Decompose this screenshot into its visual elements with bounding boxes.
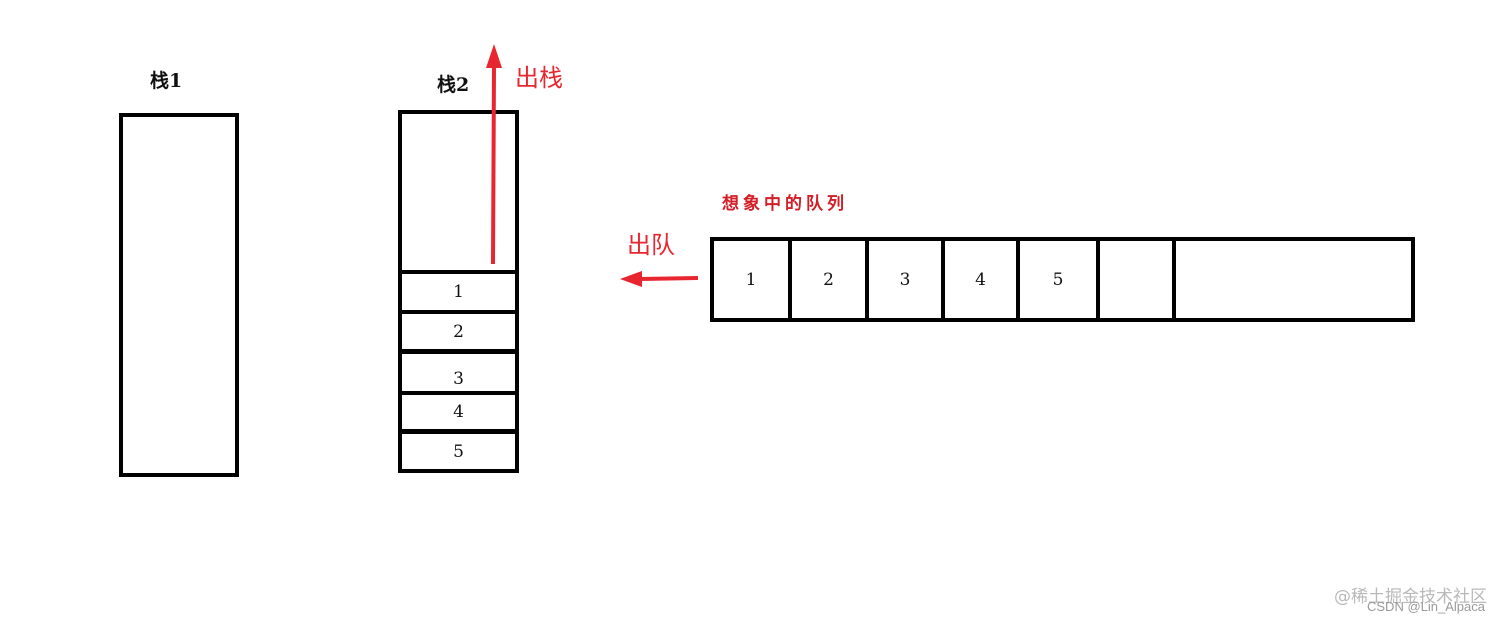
queue-cell-label: 4 bbox=[975, 269, 986, 290]
stack2-title: 栈2 bbox=[437, 74, 470, 96]
queue-cell-label: 3 bbox=[899, 269, 911, 290]
queue-cell: 2 bbox=[792, 241, 869, 318]
queue-cell: 3 bbox=[869, 241, 945, 318]
watermark-primary: @稀土掘金技术社区 bbox=[1334, 587, 1487, 607]
imagined-queue: 1 2 3 4 5 bbox=[710, 237, 1415, 322]
stack2-item-label: 3 bbox=[453, 368, 464, 389]
queue-cell: 5 bbox=[1020, 241, 1100, 318]
dequeue-label: 出队 bbox=[627, 231, 675, 259]
stack2-item-label: 2 bbox=[453, 321, 464, 342]
stack1-container bbox=[119, 113, 239, 477]
watermark-secondary: CSDN @Lin_Alpaca bbox=[1367, 599, 1485, 614]
arrow-up-icon bbox=[486, 44, 502, 265]
queue-cell-label: 1 bbox=[745, 269, 757, 290]
pop-label: 出栈 bbox=[515, 64, 563, 92]
stack2-item: 4 bbox=[398, 391, 519, 433]
queue-cell bbox=[1100, 241, 1176, 318]
queue-cell: 1 bbox=[714, 241, 792, 318]
stack1-title: 栈1 bbox=[150, 70, 183, 92]
queue-caption: 想象中的队列 bbox=[722, 194, 848, 214]
stack2-item-label: 4 bbox=[453, 402, 464, 422]
queue-cell-label: 5 bbox=[1052, 269, 1064, 290]
stack2-item: 1 bbox=[398, 270, 519, 314]
queue-cell-label: 2 bbox=[823, 269, 834, 290]
stack2-item-label: 5 bbox=[453, 441, 464, 462]
stack2-item-label: 1 bbox=[453, 282, 464, 302]
queue-cell: 4 bbox=[945, 241, 1020, 318]
arrow-left-icon bbox=[620, 271, 699, 287]
stack2-item: 5 bbox=[398, 430, 519, 473]
